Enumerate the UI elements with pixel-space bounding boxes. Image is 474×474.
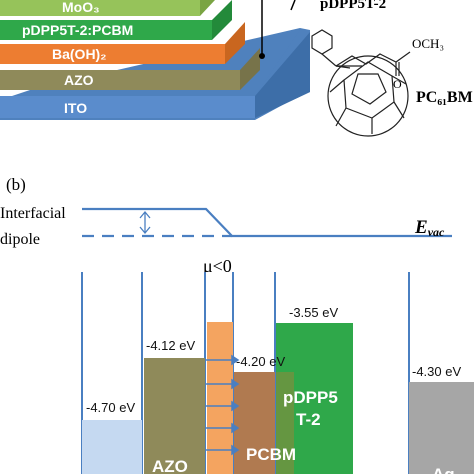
baoh-level-block <box>207 322 233 474</box>
dipole-label: dipole <box>0 231 40 248</box>
vacuum-level-line <box>82 207 452 238</box>
device-stack: MoO₃ pDPP5T-2:PCBM Ba(OH)₂ AZO ITO <box>0 0 310 120</box>
layer-label-active: pDPP5T-2:PCBM <box>22 22 133 38</box>
molecule-pcbm-label: PC₆₁BM <box>416 89 473 106</box>
layer-active-side <box>212 0 232 40</box>
panel-b-label: (b) <box>6 175 26 194</box>
layer-baoh-side <box>225 22 245 64</box>
dipole-arrows <box>206 354 240 456</box>
level-pdpp-value: -3.55 eV <box>289 305 338 320</box>
layer-active-front <box>0 20 212 40</box>
mu-label: μ<0 <box>203 256 232 276</box>
layer-ito-side <box>255 32 310 118</box>
layer-baoh-front <box>0 44 225 64</box>
layer-moo3-front <box>0 0 200 16</box>
layer-ito-front <box>0 96 255 118</box>
layer-moo3-side <box>200 0 215 16</box>
level-azo-value: -4.12 eV <box>146 338 195 353</box>
azo-level-block <box>144 358 205 474</box>
layer-label-ito: ITO <box>64 100 87 116</box>
methoxy-label: OCH₃ <box>412 36 444 51</box>
layer-azo-side <box>240 48 260 90</box>
ag-level-block <box>409 382 474 474</box>
level-pcbm-value: -4.20 eV <box>236 354 285 369</box>
layer-label-azo: AZO <box>64 72 94 88</box>
layer-label-baoh: Ba(OH)₂ <box>52 46 106 62</box>
pdpp-pcbm-overlap <box>276 372 294 474</box>
pcbm-molecule <box>311 29 411 137</box>
pdpp-block-label-2: T-2 <box>296 410 321 429</box>
callout-dot <box>259 53 265 59</box>
pcbm-block-label: PCBM <box>246 445 296 464</box>
interfacial-label: Interfacial <box>0 205 66 222</box>
layer-label-moo3: MoO₃ <box>62 0 100 15</box>
carbonyl-oxygen-label: O <box>393 77 402 91</box>
level-ag-value: -4.30 eV <box>412 364 461 379</box>
ito-level-block <box>82 420 142 474</box>
azo-block-label: AZO <box>152 457 188 474</box>
pdpp-block-label-1: pDPP5 <box>283 388 338 407</box>
callout-tick <box>290 0 296 11</box>
molecule-pdpp-label: pDPP5T-2 <box>320 0 386 12</box>
dipole-arrow <box>139 210 151 235</box>
pcbm-level-block <box>234 372 275 474</box>
evac-label: Evac <box>414 217 445 239</box>
level-ito-value: -4.70 eV <box>86 400 135 415</box>
ag-block-label: Ag <box>432 465 455 474</box>
layer-azo-front <box>0 70 240 90</box>
